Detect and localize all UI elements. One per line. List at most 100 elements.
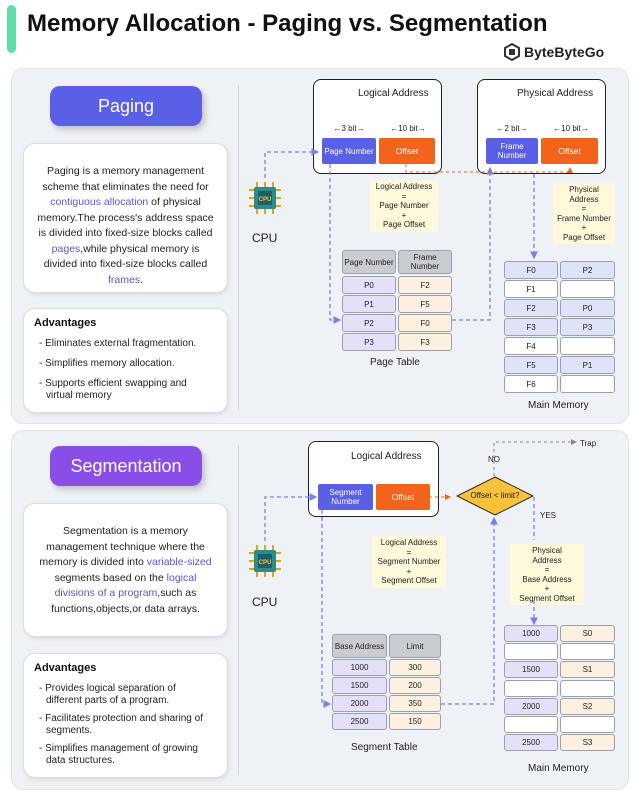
logical-address-formula: Logical Address=Segment Number+Segment O… <box>372 536 446 588</box>
memory-frame-cell: F5 <box>504 356 558 374</box>
memory-page-cell: P3 <box>560 318 615 336</box>
memory-page-cell <box>560 280 615 298</box>
segment-number-box: Segment Number <box>318 484 373 510</box>
page-table-cell: F3 <box>398 333 452 351</box>
paging-title-pill: Paging <box>50 86 202 126</box>
table-header: Page Number <box>342 250 396 274</box>
logical-address-title: Logical Address <box>358 88 429 99</box>
page-table-cell: P2 <box>342 314 396 332</box>
bits-label: ←3 bit→ <box>333 124 365 133</box>
advantage-item: - Provides logical separation of differe… <box>39 683 176 706</box>
cpu-chip-icon: CPU <box>247 543 283 584</box>
frame-number-box: Frame Number <box>486 138 538 164</box>
table-header: Limit <box>389 634 441 658</box>
limit-check-diamond <box>455 476 535 521</box>
memory-base-cell <box>504 679 558 697</box>
svg-text:CPU: CPU <box>259 197 272 203</box>
advantage-item: - Simplifies management of growing data … <box>39 743 198 766</box>
segment-table-cell: 2500 <box>332 713 387 730</box>
physical-address-title: Physical Address <box>517 88 594 99</box>
memory-frame-cell: F2 <box>504 299 558 317</box>
memory-segment-cell: S2 <box>560 697 615 715</box>
trap-label: Trap <box>580 439 597 448</box>
logical-address-title: Logical Address <box>351 451 422 462</box>
bits-label: ←10 bit→ <box>390 124 426 133</box>
segment-table-cell: 2000 <box>332 695 387 712</box>
segment-table-cell: 1500 <box>332 677 387 694</box>
page-table-cell: P3 <box>342 333 396 351</box>
memory-page-cell: P2 <box>560 261 615 279</box>
page-table-caption: Page Table <box>370 357 420 368</box>
segmentation-description: Segmentation is a memory management tech… <box>39 525 212 615</box>
advantage-item: - Facilitates protection and sharing of … <box>39 713 203 736</box>
segmentation-title-pill: Segmentation <box>50 446 202 486</box>
segment-table-cell: 200 <box>389 677 441 694</box>
divider <box>238 445 239 775</box>
offset-box: Offset <box>379 138 435 164</box>
segmentation-description-card: Segmentation is a memory management tech… <box>23 503 228 637</box>
memory-segment-cell: S3 <box>560 734 615 752</box>
cpu-label: CPU <box>252 595 278 609</box>
memory-segment-cell <box>560 716 615 733</box>
memory-segment-cell: S0 <box>560 625 615 642</box>
page-table-cell: F2 <box>398 276 452 294</box>
memory-page-cell <box>560 375 615 393</box>
memory-base-cell: 2500 <box>504 734 558 752</box>
no-label: NO <box>488 455 500 464</box>
segment-table-cell: 150 <box>389 713 441 730</box>
memory-page-cell <box>560 337 615 355</box>
page-title: Memory Allocation - Paging vs. Segmentat… <box>27 10 548 37</box>
divider <box>238 85 239 410</box>
cpu-label: CPU <box>252 231 278 245</box>
logical-address-formula: Logical Address=Page Number+Page Offset <box>370 180 438 232</box>
brand-name: ByteByteGo <box>524 44 605 60</box>
page-table-cell: P0 <box>342 276 396 294</box>
advantages-title: Advantages <box>34 662 97 674</box>
bits-label: ←2 bit→ <box>496 124 528 133</box>
paging-description-card: Paging is a memory management scheme tha… <box>23 143 228 293</box>
segment-table-cell: 350 <box>389 695 441 712</box>
page-table-cell: F0 <box>398 314 452 332</box>
limit-check-label: Offset < limit? <box>470 491 520 500</box>
bytebytego-icon <box>504 43 520 61</box>
memory-frame-cell: F4 <box>504 337 558 355</box>
segment-table-caption: Segment Table <box>351 742 418 753</box>
advantages-title: Advantages <box>34 317 97 329</box>
memory-frame-cell: F0 <box>504 261 558 279</box>
svg-text:CPU: CPU <box>259 560 272 566</box>
bits-label: ←10 bit→ <box>553 124 589 133</box>
brand-logo: ByteByteGo <box>504 43 604 61</box>
cpu-chip-icon: CPU <box>247 180 283 221</box>
memory-base-cell: 1500 <box>504 661 558 679</box>
memory-frame-cell: F3 <box>504 318 558 336</box>
yes-label: YES <box>540 511 557 520</box>
memory-base-cell <box>504 716 558 733</box>
memory-frame-cell: F6 <box>504 375 558 393</box>
advantage-item: - Eliminates external fragmentation. <box>39 338 197 349</box>
table-header: Base Address <box>332 634 387 658</box>
memory-page-cell: P1 <box>560 356 615 374</box>
memory-segment-cell <box>560 679 615 697</box>
page-table-cell: F5 <box>398 295 452 313</box>
memory-segment-cell <box>560 643 615 661</box>
paging-advantages-card: Advantages - Eliminates external fragmen… <box>23 308 228 413</box>
memory-page-cell: P0 <box>560 299 615 317</box>
segment-table-cell: 1000 <box>332 659 387 676</box>
advantage-item: - Supports efficient swapping and virtua… <box>39 378 187 401</box>
advantage-item: - Simplifies memory allocation. <box>39 358 175 369</box>
offset-box: Offset <box>541 138 598 164</box>
memory-segment-cell: S1 <box>560 661 615 679</box>
table-header: Frame Number <box>398 250 452 274</box>
memory-base-cell: 1000 <box>504 625 558 642</box>
paging-description: Paging is a memory management scheme tha… <box>37 165 214 286</box>
segment-table-cell: 300 <box>389 659 441 676</box>
memory-base-cell <box>504 643 558 661</box>
memory-frame-cell: F1 <box>504 280 558 298</box>
memory-base-cell: 2000 <box>504 697 558 715</box>
main-memory-caption: Main Memory <box>528 400 589 411</box>
page-table-cell: P1 <box>342 295 396 313</box>
main-memory-caption: Main Memory <box>528 763 589 774</box>
page-number-box: Page Number <box>322 138 376 164</box>
